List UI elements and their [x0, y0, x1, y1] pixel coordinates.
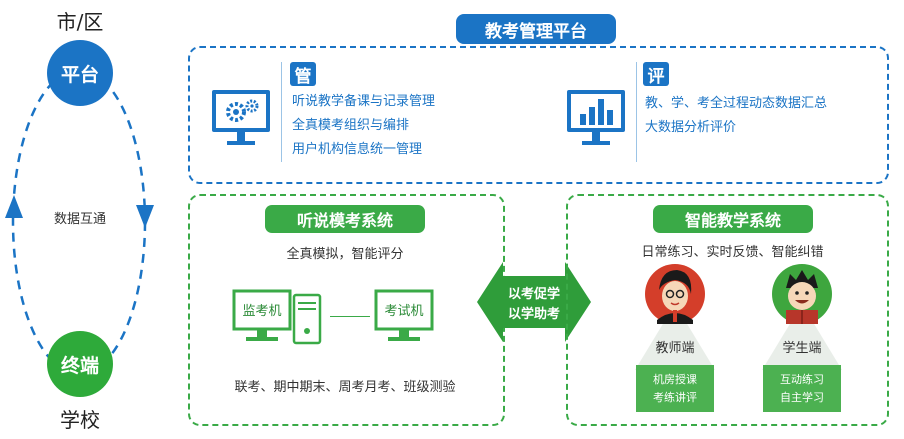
student-label: 学生端 — [782, 340, 822, 356]
teacher-label: 教师端 — [655, 340, 695, 356]
monitor-bar-chart-icon — [567, 90, 625, 145]
listening-system-title: 听说模考系统 — [265, 205, 425, 233]
proctor-label: 监考机 — [242, 303, 282, 319]
school-label: 学校 — [60, 407, 100, 432]
teacher-avatar-icon — [635, 264, 715, 370]
smart-system-panel — [566, 194, 889, 426]
up-arrowhead — [5, 195, 23, 218]
double-arrow — [477, 262, 591, 342]
arrow-line-2: 以学助考 — [507, 306, 560, 322]
evaluate-item: 大数据分析评价 — [645, 120, 737, 135]
listening-system-subtitle: 全真模拟，智能评分 — [286, 246, 404, 262]
teacher-feature: 机房授课 — [653, 372, 697, 386]
smart-system-subtitle: 日常练习、实时反馈、智能纠错 — [641, 244, 824, 260]
manage-list: 听说教学备课与记录管理 全真模考组织与编排 用户机构信息统一管理 — [292, 90, 492, 162]
connection-line — [330, 316, 370, 317]
exam-label: 考试机 — [384, 303, 424, 319]
divider — [281, 62, 282, 162]
manage-item: 全真模考组织与编排 — [292, 118, 410, 133]
platform-title: 教考管理平台 — [456, 14, 616, 44]
platform-panel — [188, 46, 889, 184]
student-avatar-icon — [762, 264, 842, 370]
student-feature: 自主学习 — [780, 390, 824, 404]
proctor-computer-icon — [232, 289, 322, 345]
student-feature: 互动练习 — [780, 372, 824, 386]
manage-tag: 管 — [290, 62, 316, 87]
arrow-line-1: 以考促学 — [507, 286, 560, 302]
terminal-circle: 终端 — [47, 331, 113, 397]
teacher-feature: 考练讲评 — [653, 390, 697, 404]
evaluate-tag: 评 — [643, 62, 669, 87]
listening-system-footer: 联考、期中期末、周考月考、班级测验 — [234, 379, 456, 395]
evaluate-item: 教、学、考全过程动态数据汇总 — [645, 96, 828, 111]
data-sync-label: 数据互通 — [53, 211, 106, 227]
teacher-features: 机房授课 考练讲评 — [636, 365, 714, 412]
city-district-label: 市/区 — [56, 9, 104, 34]
student-features: 互动练习 自主学习 — [763, 365, 841, 412]
manage-item: 用户机构信息统一管理 — [292, 142, 423, 157]
manage-item: 听说教学备课与记录管理 — [292, 94, 436, 109]
smart-system-title: 智能教学系统 — [653, 205, 813, 233]
down-arrowhead — [136, 205, 154, 228]
divider — [636, 62, 637, 162]
platform-circle: 平台 — [47, 40, 113, 106]
monitor-gears-icon — [212, 90, 270, 145]
exam-computer-icon — [374, 289, 434, 341]
evaluate-list: 教、学、考全过程动态数据汇总 大数据分析评价 — [645, 92, 875, 140]
